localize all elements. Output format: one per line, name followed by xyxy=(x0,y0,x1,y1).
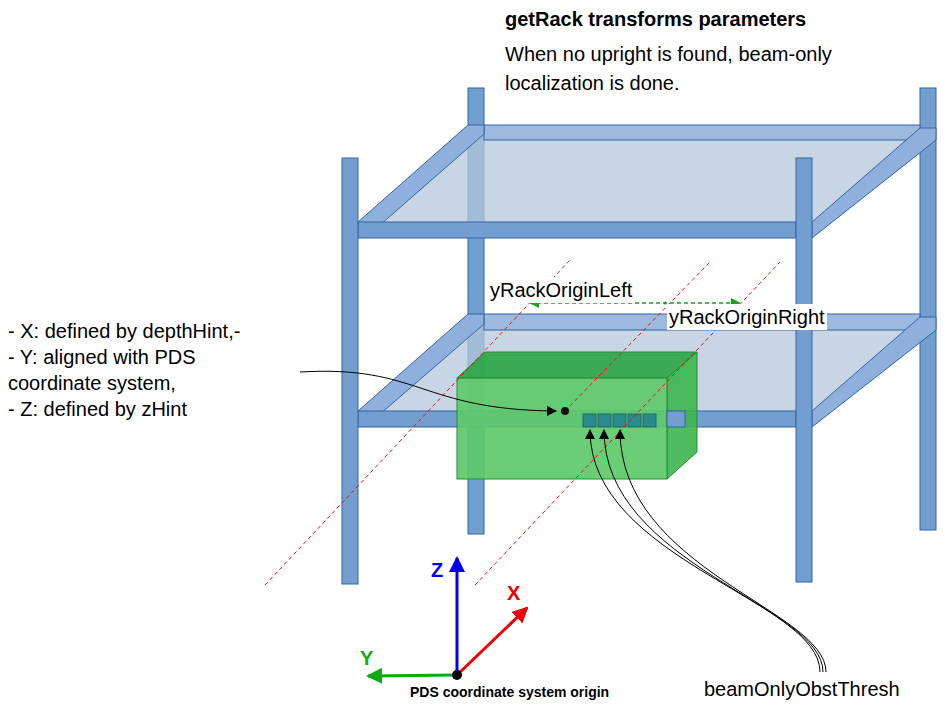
axes xyxy=(368,558,527,680)
green-box xyxy=(457,352,697,479)
beam-cells xyxy=(583,414,656,427)
axis-label: Y xyxy=(360,645,373,671)
note-text: When no upright is found, beam-only loca… xyxy=(505,40,925,98)
axis-label: Z xyxy=(431,557,443,583)
threshold-leaders xyxy=(590,430,826,672)
leader-line xyxy=(300,371,556,411)
title: getRack transforms parameters xyxy=(505,6,806,32)
dimension-label: yRackOriginLeft xyxy=(488,277,634,303)
origin-label: PDS coordinate system origin xyxy=(410,683,609,701)
callout-text: - Y: aligned with PDS coordinate system, xyxy=(8,344,293,396)
parameter-label: beamOnlyObstThresh xyxy=(704,676,900,702)
callout-text: - Z: defined by zHint xyxy=(8,396,187,422)
axis-label: X xyxy=(507,580,520,606)
callout-text: - X: defined by depthHint,- xyxy=(8,318,240,344)
rack xyxy=(342,88,936,584)
origin-dot xyxy=(561,407,569,415)
dimension-label: yRackOriginRight xyxy=(667,304,827,330)
